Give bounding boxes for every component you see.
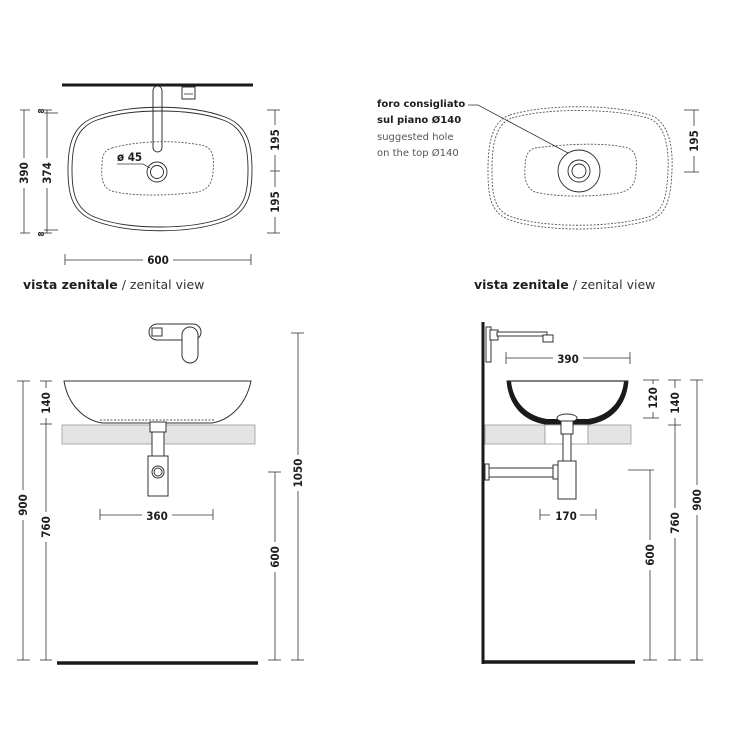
dim-inner-depth: 374: [40, 162, 54, 184]
countertop-right: [587, 424, 632, 445]
dim-floor-to-rim: 900: [690, 489, 704, 511]
countertop-left: [484, 424, 546, 445]
note-en-line1: suggested hole: [377, 132, 454, 143]
caption-top-right: vista zenitale / zenital view: [474, 277, 655, 292]
dim-inner-height: 120: [646, 387, 660, 409]
drain-pipe: [151, 431, 165, 458]
bowl-dashed-outline: [101, 141, 214, 196]
dim-floor-to-top: 760: [39, 516, 53, 538]
dim-half-upper: 195: [268, 129, 282, 151]
dim-faucet-height: 1050: [291, 459, 305, 488]
dim-basin-height: 140: [668, 392, 682, 414]
note-it-line2: sul piano Ø140: [377, 114, 461, 126]
dim-floor-to-rim: 900: [16, 494, 30, 516]
dim-trap-spacing: 170: [555, 509, 577, 523]
faucet-handle: [151, 327, 163, 337]
drain-outer: [146, 161, 168, 183]
note-en-line2: on the top Ø140: [377, 147, 459, 159]
caption-top-left: vista zenitale / zenital view: [23, 277, 204, 292]
suggested-hole-circle: [557, 149, 601, 193]
basin-dashed-outer: [487, 106, 673, 230]
wall-waste-pipe: [485, 467, 557, 478]
dim-half-lower: 195: [268, 191, 282, 213]
dim-basin-height: 140: [39, 392, 53, 414]
side-elevation: 390 170 120 600 140: [481, 322, 705, 664]
dim-trap-spacing: 360: [146, 509, 168, 523]
bottle-trap: [557, 460, 577, 500]
basin-outline: [67, 106, 253, 232]
faucet-spout: [496, 331, 548, 337]
top-view-hole: foro consigliato sul piano Ø140 suggeste…: [377, 99, 702, 292]
drain-pipe: [562, 433, 572, 463]
dim-half-depth: 195: [687, 130, 701, 152]
dim-trap-height: 600: [643, 544, 657, 566]
basin-front: [63, 380, 252, 424]
drain-inner: [150, 165, 164, 179]
dim-basin-depth: 390: [557, 352, 579, 366]
faucet-spout: [152, 85, 163, 153]
faucet-lever: [181, 326, 199, 364]
drain-outer: [567, 159, 591, 183]
drain-leader: [117, 163, 151, 169]
basin-dashed-inner: [491, 110, 669, 226]
dim-floor-to-top: 760: [668, 512, 682, 534]
drain-inner: [571, 163, 587, 179]
front-elevation: 900 140 760 360 600 1050: [15, 323, 306, 665]
dim-trap-height: 600: [268, 546, 282, 568]
bowl-dashed-outline: [524, 143, 637, 197]
drain-diameter-label: ø 45: [117, 150, 142, 164]
top-view-dimensioned: ø 45 390 374 8 8 195 195 600 vista zenit…: [16, 83, 283, 292]
dim-overall-depth: 390: [17, 162, 31, 184]
dim-rim-bottom: 8: [37, 231, 46, 236]
dim-overall-width: 600: [147, 253, 169, 267]
hole-leader-line: [468, 104, 569, 154]
note-it-line1: foro consigliato: [377, 99, 465, 110]
faucet-body: [181, 86, 196, 100]
basin-inner-outline: [71, 110, 249, 228]
dim-rim-top: 8: [37, 108, 46, 113]
